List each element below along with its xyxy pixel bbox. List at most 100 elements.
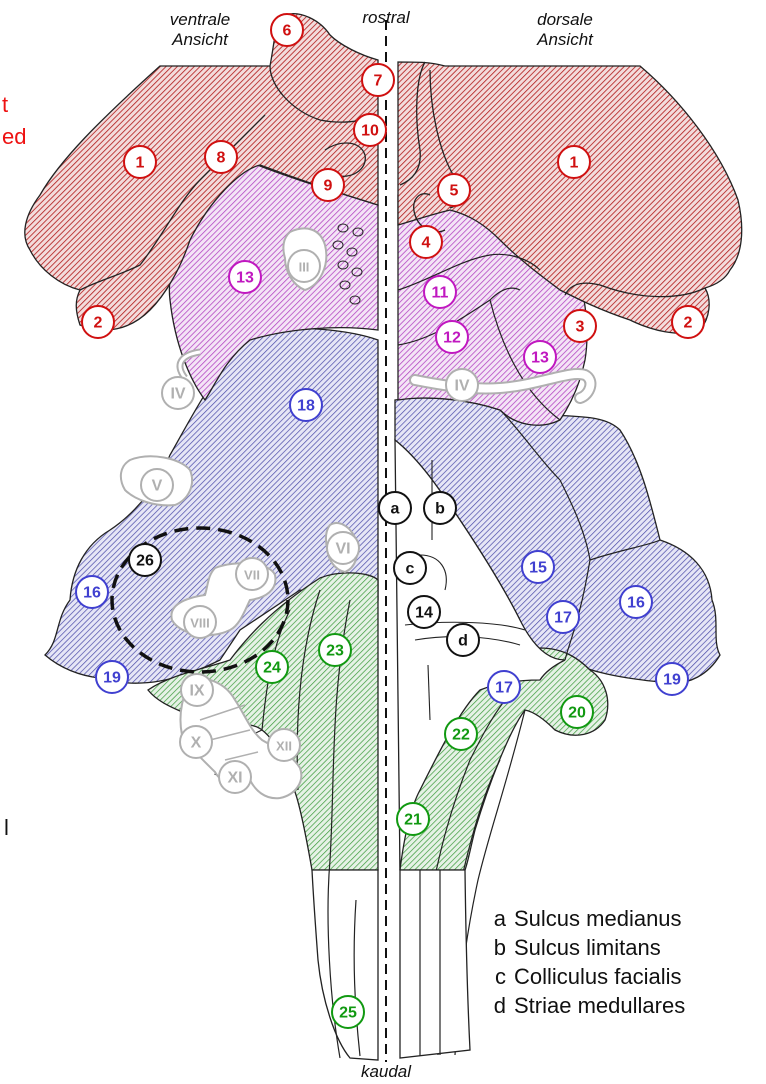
marker-iii: III (288, 250, 320, 282)
marker-4: 4 (410, 226, 442, 258)
marker-label: b (435, 501, 445, 518)
marker-label: 13 (236, 270, 254, 287)
marker-label: 19 (663, 672, 681, 689)
marker-17: 17 (488, 671, 520, 703)
marker-label: 18 (297, 398, 315, 415)
ventral-view-label: ventrale Ansicht (150, 10, 250, 50)
marker-label: XI (227, 770, 242, 787)
marker-22: 22 (445, 718, 477, 750)
marker-label: 16 (627, 595, 645, 612)
legend-item: cColliculus facialis (488, 962, 685, 991)
marker-label: 9 (324, 178, 333, 195)
side-fragment-1: t (2, 92, 8, 118)
marker-7: 7 (362, 64, 394, 96)
marker-label: 16 (83, 585, 101, 602)
marker-label: 8 (217, 150, 226, 167)
marker-6: 6 (271, 14, 303, 46)
marker-label: III (299, 260, 310, 275)
marker-5: 5 (438, 174, 470, 206)
marker-10: 10 (354, 114, 386, 146)
marker-label: c (406, 561, 415, 578)
marker-label: 13 (531, 350, 549, 367)
marker-label: 7 (374, 73, 383, 90)
caudal-label: kaudal (350, 1062, 422, 1082)
marker-label: 17 (554, 610, 572, 627)
marker-xi: XI (219, 761, 251, 793)
marker-label: 25 (339, 1005, 357, 1022)
marker-13: 13 (229, 261, 261, 293)
marker-iv: IV (162, 377, 194, 409)
marker-label: 15 (529, 560, 547, 577)
marker-a: a (379, 492, 411, 524)
marker-14: 14 (408, 596, 440, 628)
dorsal-view-label: dorsale Ansicht (515, 10, 615, 50)
marker-16: 16 (620, 586, 652, 618)
marker-vii: VII (236, 558, 268, 590)
marker-13: 13 (524, 341, 556, 373)
marker-26: 26 (129, 544, 161, 576)
marker-label: 12 (443, 330, 461, 347)
legend: aSulcus medianus bSulcus limitans cColli… (488, 904, 685, 1020)
marker-label: 20 (568, 705, 586, 722)
marker-label: 6 (283, 23, 292, 40)
marker-xii: XII (268, 729, 300, 761)
marker-11: 11 (424, 276, 456, 308)
marker-label: 19 (103, 670, 121, 687)
marker-9: 9 (312, 169, 344, 201)
marker-label: IV (170, 386, 185, 403)
marker-2: 2 (82, 306, 114, 338)
marker-25: 25 (332, 996, 364, 1028)
marker-label: 4 (422, 235, 431, 252)
marker-8: 8 (205, 141, 237, 173)
marker-label: 5 (450, 183, 459, 200)
marker-23: 23 (319, 634, 351, 666)
marker-label: 24 (263, 660, 281, 677)
marker-ix: IX (181, 674, 213, 706)
marker-label: 1 (570, 155, 579, 172)
marker-d: d (447, 624, 479, 656)
marker-1: 1 (558, 146, 590, 178)
marker-19: 19 (656, 663, 688, 695)
marker-21: 21 (397, 803, 429, 835)
marker-x: X (180, 726, 212, 758)
marker-label: 14 (415, 605, 433, 622)
marker-label: 17 (495, 680, 513, 697)
rostral-label: rostral (350, 8, 422, 28)
side-fragment-3: l (4, 815, 9, 841)
marker-label: 22 (452, 727, 470, 744)
marker-label: 23 (326, 643, 344, 660)
marker-label: 26 (136, 553, 154, 570)
marker-17: 17 (547, 601, 579, 633)
marker-c: c (394, 552, 426, 584)
marker-15: 15 (522, 551, 554, 583)
marker-label: IX (189, 683, 204, 700)
marker-label: IV (454, 378, 469, 395)
marker-label: 2 (94, 315, 103, 332)
marker-20: 20 (561, 696, 593, 728)
side-fragment-2: ed (2, 124, 26, 150)
marker-label: 1 (136, 155, 145, 172)
marker-b: b (424, 492, 456, 524)
marker-label: VI (335, 541, 350, 558)
marker-viii: VIII (184, 606, 216, 638)
marker-label: 11 (432, 285, 449, 302)
marker-label: X (191, 735, 202, 752)
marker-v: V (141, 469, 173, 501)
marker-vi: VI (327, 532, 359, 564)
marker-iv: IV (446, 369, 478, 401)
marker-label: 3 (576, 319, 585, 336)
marker-label: 21 (404, 812, 422, 829)
marker-label: a (391, 501, 400, 518)
marker-label: VIII (190, 616, 210, 631)
marker-label: 2 (684, 315, 693, 332)
marker-label: d (458, 633, 468, 650)
marker-16: 16 (76, 576, 108, 608)
marker-18: 18 (290, 389, 322, 421)
marker-12: 12 (436, 321, 468, 353)
marker-3: 3 (564, 310, 596, 342)
marker-2: 2 (672, 306, 704, 338)
